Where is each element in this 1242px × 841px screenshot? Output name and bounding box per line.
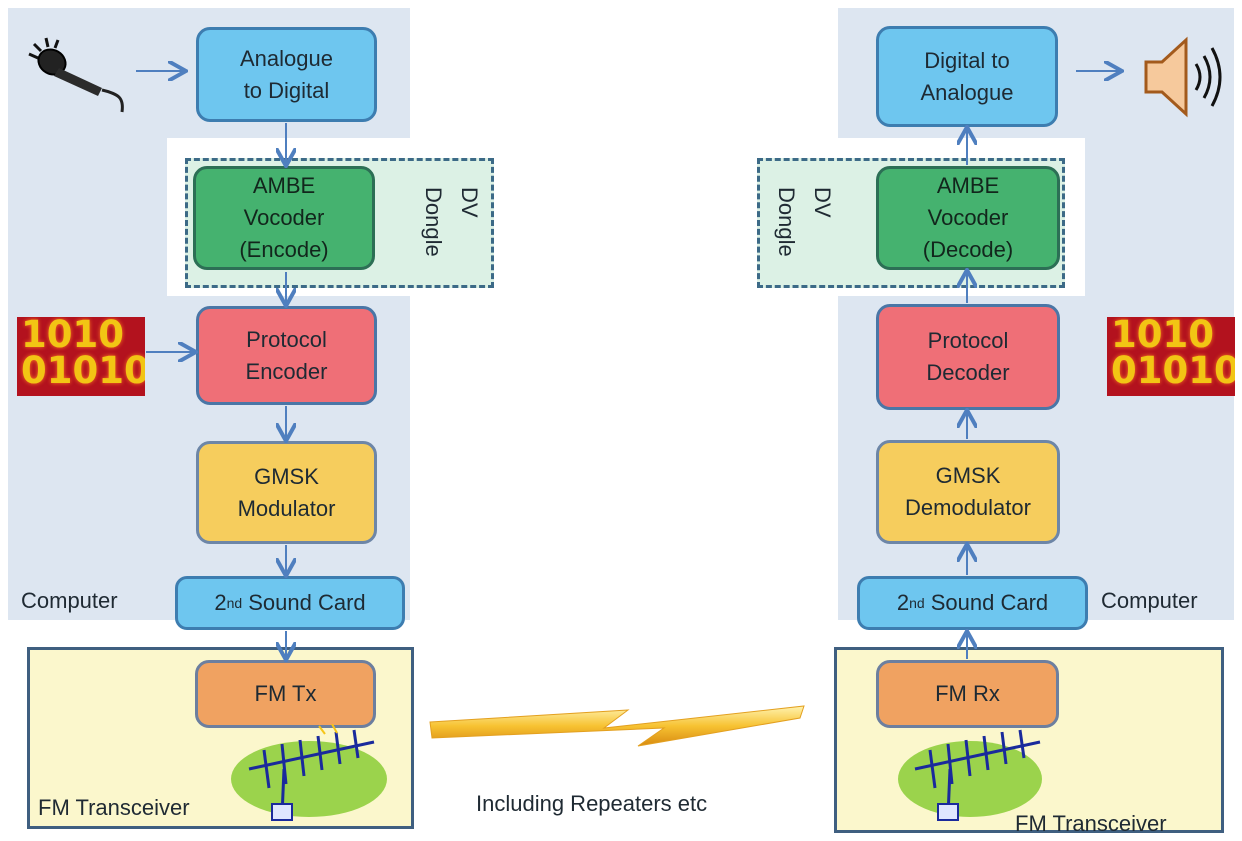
right-sound-card-suffix: Sound Card (924, 590, 1049, 615)
left-sound-card-prefix: 2 (214, 590, 227, 615)
fm-rx-box: FM Rx (876, 660, 1059, 728)
speaker-icon (1144, 36, 1222, 118)
yagi-antenna-icon (231, 724, 387, 821)
ambe-encode-vocoder-box: AMBE Vocoder (Encode) (193, 166, 375, 270)
yagi-antenna-icon (898, 729, 1042, 821)
link-label: Including Repeaters etc (476, 791, 708, 816)
analogue-to-digital-box: Analogue to Digital (196, 27, 377, 122)
lightning-bolt-icon (429, 705, 805, 747)
left-sound-card-sup: nd (226, 595, 243, 611)
left-transceiver-label: FM Transceiver (38, 795, 190, 820)
left-computer-label: Computer (21, 588, 118, 613)
microphone-icon (28, 37, 124, 113)
left-sound-card-suffix: Sound Card (242, 590, 366, 615)
protocol-encoder-box: Protocol Encoder (196, 306, 377, 405)
binary-data-icon: 1010 01010 (17, 317, 145, 396)
right-sound-card-sup: nd (909, 595, 925, 611)
gmsk-modulator-box: GMSK Modulator (196, 441, 377, 544)
gmsk-demodulator-box: GMSK Demodulator (876, 440, 1060, 544)
right-sound-card-prefix: 2 (896, 590, 910, 615)
binary-data-icon: 1010 01010 (1107, 317, 1235, 396)
fm-tx-box: FM Tx (195, 660, 376, 728)
protocol-decoder-box: Protocol Decoder (876, 304, 1060, 410)
right-computer-label: Computer (1101, 588, 1198, 613)
right-transceiver-label: FM Transceiver (1015, 811, 1167, 836)
